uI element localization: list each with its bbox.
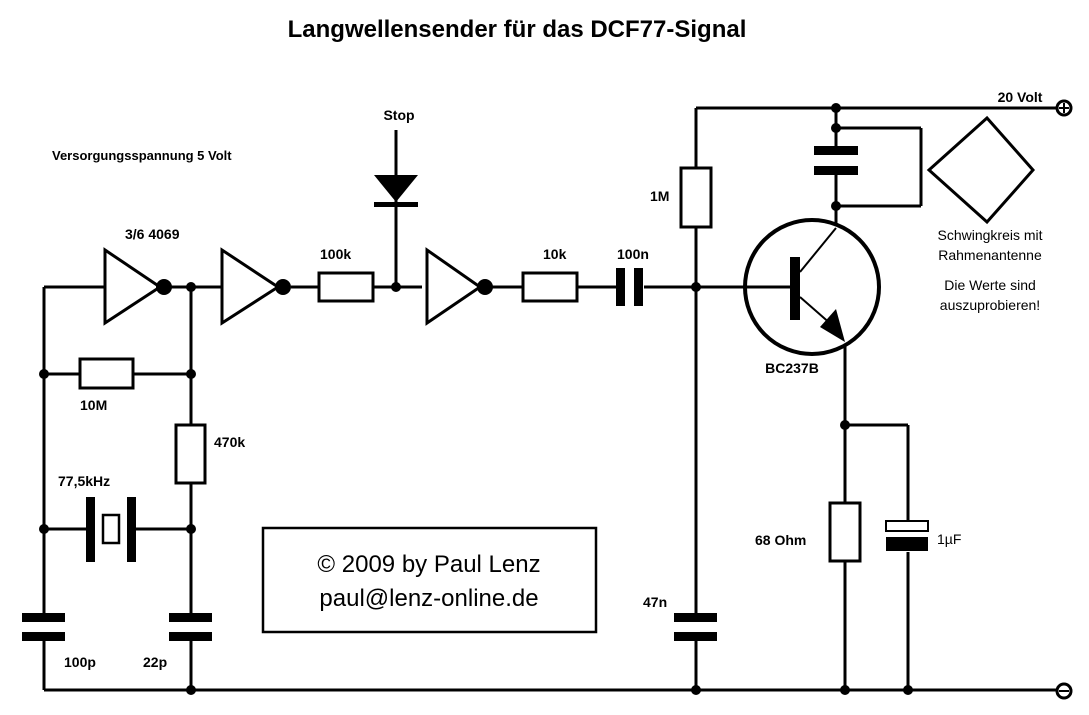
positive-rail (694, 106, 1057, 168)
positive-rail-label: 20 Volt (998, 89, 1043, 105)
resistor-470k-label: 470k (214, 434, 245, 450)
resistor-100k (317, 271, 375, 303)
inverter-3 (425, 247, 493, 326)
resistor-10k-label: 10k (543, 246, 567, 262)
page-title: Langwellensender für das DCF77-Signal (288, 16, 747, 43)
resistor-68ohm-label: 68 Ohm (755, 532, 806, 548)
crystal (86, 497, 136, 562)
capacitor-100n-label: 100n (617, 246, 649, 262)
junction-dots-left (39, 282, 196, 695)
resistor-10m (78, 357, 135, 390)
loop-antenna (926, 115, 1036, 225)
resistor-1m-label: 1M (650, 188, 669, 204)
stop-diode (374, 175, 418, 207)
stop-junction (391, 282, 401, 292)
capacitor-47n-label: 47n (643, 594, 667, 610)
ic-label: 3/6 4069 (125, 226, 180, 242)
values-note-line1: Die Werte sind (944, 277, 1036, 293)
tank-note-line2: Rahmenantenne (938, 247, 1042, 263)
capacitor-47n (674, 613, 717, 641)
capacitor-1uf (885, 520, 929, 551)
output-wiring (694, 108, 923, 690)
junction-dots-right (691, 103, 913, 695)
capacitor-100n (616, 268, 643, 306)
oscillator-wiring (42, 285, 222, 690)
resistor-10m-label: 10M (80, 397, 107, 413)
stop-label: Stop (383, 107, 414, 123)
capacitor-tank (814, 146, 858, 175)
capacitor-1uf-label: 1µF (937, 531, 961, 547)
capacitor-100p (22, 613, 65, 641)
copyright-email: paul@lenz-online.de (319, 585, 538, 612)
capacitor-22p (169, 613, 212, 641)
inverter-2 (220, 247, 291, 326)
tank-note-line1: Schwingkreis mit (937, 227, 1042, 243)
transistor-bc237b (743, 218, 881, 356)
middle-wiring (291, 130, 746, 289)
crystal-label: 77,5kHz (58, 473, 110, 489)
transistor-label: BC237B (765, 360, 819, 376)
capacitor-22p-label: 22p (143, 654, 167, 670)
resistor-68ohm (828, 501, 862, 563)
resistor-10k (521, 271, 579, 303)
copyright-line1: © 2009 by Paul Lenz (317, 551, 540, 578)
resistor-1m (679, 166, 713, 229)
inverter-1 (103, 247, 172, 326)
values-note-line2: auszuprobieren! (940, 297, 1040, 313)
supply-note: Versorgungsspannung 5 Volt (52, 148, 232, 163)
resistor-470k (174, 423, 207, 485)
copyright-box (261, 526, 598, 634)
minus-terminal-icon (1055, 682, 1073, 700)
capacitor-100p-label: 100p (64, 654, 96, 670)
plus-terminal-icon (1055, 99, 1073, 117)
resistor-100k-label: 100k (320, 246, 351, 262)
